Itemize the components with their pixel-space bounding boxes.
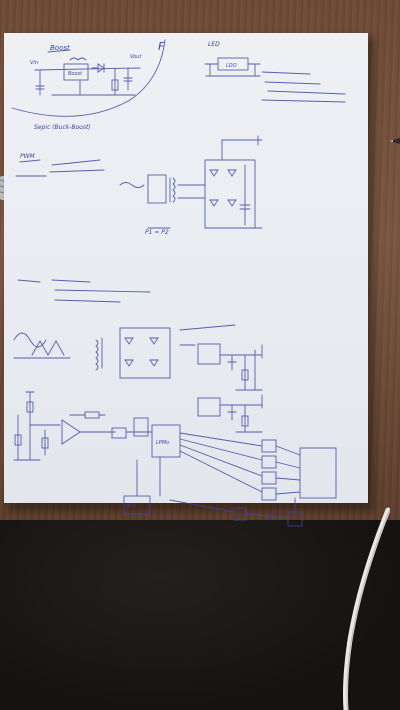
boost-box-label: Boost <box>68 71 83 77</box>
led-title: LED <box>208 41 220 48</box>
section-divider-curve <box>11 39 166 117</box>
paper-sheet <box>4 33 368 503</box>
boost-title: Boost <box>50 44 70 52</box>
sepic-label: Sepic (Buck-Boost) <box>34 124 91 131</box>
vin-label: Vin <box>30 60 38 66</box>
vout-label: Vout <box>130 54 142 60</box>
pwm-label: PWM <box>20 153 36 160</box>
mcu-box-label: MCU <box>127 503 136 508</box>
white-cable <box>343 507 390 710</box>
corner-letter: F <box>158 40 165 53</box>
pins-label: P1 = P2 <box>145 229 169 236</box>
pen-tip <box>389 138 400 144</box>
dark-floor <box>0 520 400 710</box>
led-box-label: LDO <box>226 63 237 69</box>
mcu-label: LPMo <box>156 440 169 446</box>
